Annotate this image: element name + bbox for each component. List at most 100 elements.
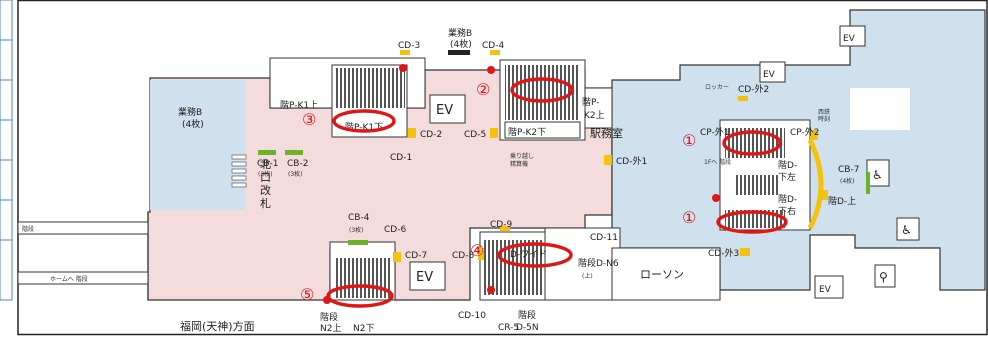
cd5-label: CD-5 (464, 130, 486, 140)
cd2-label: CD-2 (420, 130, 442, 140)
cd6-label: CD-6 (384, 225, 406, 235)
left-blue-area (150, 80, 245, 210)
office-b-left-label: 業務B (178, 106, 202, 118)
cd1-label: CD-1 (390, 153, 412, 163)
svg-text:①: ① (682, 208, 696, 227)
cd-out2-label: CD-外2 (738, 83, 769, 95)
nishitetsu-label: 時刻 (818, 115, 830, 123)
cd11-label: CD-11 (590, 233, 618, 243)
cb7-label: CB-7 (838, 165, 859, 175)
fare-adjust-label: 乗り越し (510, 152, 534, 160)
restroom-icon: ⚲ (874, 264, 896, 288)
to-1f-stairs-label: 1Fへ 階段 (704, 158, 731, 166)
gate-label-line: 口 (260, 171, 271, 184)
kai-n2-up-label: N2上 (320, 323, 341, 334)
svg-text:EV: EV (763, 70, 776, 80)
svg-text:⑤: ⑤ (300, 285, 314, 304)
elevator-icon: EV (409, 261, 446, 291)
locker-label: ロッカー (705, 84, 729, 91)
cb1-count: (3枚) (258, 170, 273, 178)
gate-label-line: 北 (260, 158, 271, 171)
north-gate-stripes (231, 154, 247, 188)
elevator-icon: EV (759, 61, 786, 83)
whiteout-patch (850, 88, 910, 130)
wide-stairs-label: D-ワイド (510, 250, 547, 260)
svg-text:EV: EV (843, 34, 856, 44)
stairs-k2 (505, 65, 580, 120)
direction-label: 福岡(天神)方面 (180, 319, 255, 333)
stairs-left-strip (17, 221, 149, 235)
kai-p-k1-down-label: 階P-K1下 (345, 122, 383, 133)
svg-text:EV: EV (416, 270, 433, 285)
marker-5: ⑤ (300, 284, 394, 308)
office-b-top-label: 業務B (448, 27, 472, 39)
kai-d-down-left-label: 下左 (778, 171, 796, 183)
cr5-label: CR-5 (498, 323, 519, 333)
kai-n2-down-label: N2下 (353, 324, 374, 334)
lawson-label: ローソン (640, 268, 684, 281)
svg-text:③: ③ (302, 110, 316, 129)
svg-text:EV: EV (819, 285, 832, 295)
kai-p-k1-up-label: 階P-K1上 (280, 100, 318, 111)
marker-2: ② (476, 77, 574, 103)
marker-3: ③ (302, 109, 396, 133)
svg-text:①: ① (682, 131, 696, 150)
cd9-label: CD-9 (490, 220, 512, 230)
platform-stairs-label: ホームへ 階段 (50, 275, 88, 283)
svg-text:④: ④ (470, 241, 484, 260)
cd-out1-label: CD-外1 (616, 155, 647, 167)
kai-d-down-left-label: 階D- (778, 160, 797, 171)
kai-d-n6-note: (上) (582, 272, 593, 280)
no-entry-icon (487, 66, 495, 74)
gate-label-line: 改 (260, 183, 271, 197)
marker-1-top: ① (682, 130, 782, 156)
kai-d-up-label: 階D-上 (828, 196, 856, 207)
marker-4: ④ (470, 241, 573, 268)
gate-label-line: 札 (260, 197, 271, 210)
cb7-count: (4枚) (840, 177, 855, 185)
k2-down-box (504, 121, 581, 139)
cb4-count: (3枚) (349, 226, 364, 234)
vending-box (584, 87, 613, 129)
kai-d-down-right-label: 下右 (778, 205, 796, 217)
svg-text:♿: ♿ (872, 168, 883, 182)
cp-out2-label: CP-外2 (790, 126, 820, 138)
cb2-label: CB-2 (287, 159, 308, 169)
lawson-box (611, 247, 721, 301)
elevator-icon: EV (814, 275, 844, 299)
left-edge-strip (0, 0, 13, 301)
cb1-label: CB-1 (257, 159, 278, 169)
office-b-top-count: (4枚) (450, 38, 472, 50)
cd3-label: CD-3 (398, 41, 420, 51)
kai-p-k2-up-label: 階P- (582, 97, 599, 108)
gate-markers (258, 50, 870, 262)
nishitetsu-label: 西鉄 (818, 108, 830, 116)
stairs-k1 (335, 68, 405, 108)
kai-n2-label: 階段 (320, 311, 338, 323)
marker-1-bottom: ① (682, 208, 788, 234)
kai-d-5n-label: D-5N (516, 323, 539, 333)
cd10-label: CD-10 (458, 311, 486, 321)
cd4-label: CD-4 (482, 41, 504, 51)
cd8-label: CD-8 (452, 251, 474, 261)
kai-d-down-right-label: 階D- (778, 194, 797, 205)
office-b-left-count: (4枚) (182, 118, 204, 130)
no-entry-icon (712, 194, 720, 202)
wheelchair-icon: ♿ (896, 217, 920, 241)
kai-d-5n-label: 階段 (518, 309, 536, 321)
station-office-label: 駅務室 (590, 126, 623, 140)
fare-adjust-label: 精算機 (510, 160, 528, 168)
svg-text:♿: ♿ (901, 223, 912, 237)
cd-out3-label: CD-外3 (708, 247, 739, 259)
svg-text:⚲: ⚲ (879, 270, 888, 284)
elevator-icon: EV (429, 94, 466, 124)
platform-strip (17, 271, 149, 285)
svg-text:EV: EV (436, 103, 453, 118)
stairs-left-label: 階段 (22, 225, 34, 233)
no-entry-icon (487, 286, 495, 294)
cp-out1-label: CP-外1 (700, 126, 730, 138)
stairs-n2 (335, 258, 390, 298)
elevator-icon: EV (839, 25, 866, 47)
